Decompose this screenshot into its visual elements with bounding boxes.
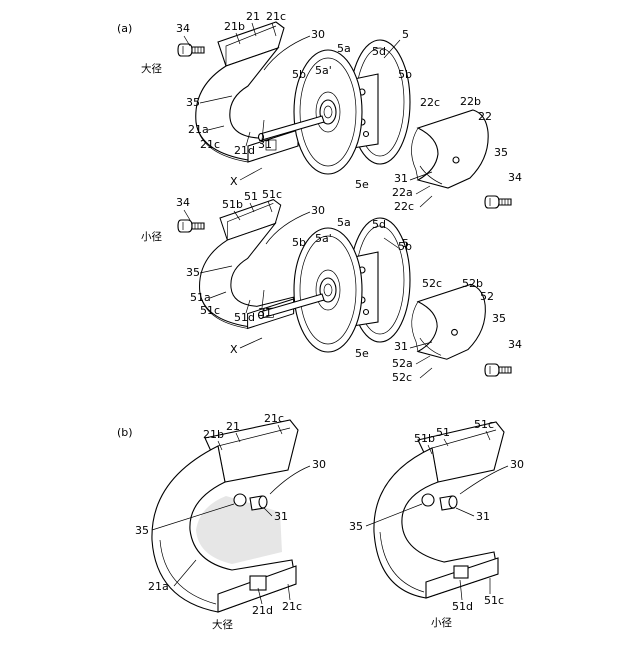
label-35-top-right: 35 [494, 146, 508, 159]
housing-22-half [411, 110, 488, 188]
label-51d: 51d [234, 311, 255, 324]
label-21b: 21b [224, 20, 245, 33]
label-35-bottom-right: 35 [492, 312, 506, 325]
label-34-top: 34 [176, 22, 190, 35]
label-21-detail: 21 [226, 420, 240, 433]
label-5d-bottom: 5d [372, 218, 386, 231]
wheel-5-bottom [259, 218, 411, 352]
wheel-5-top [259, 40, 411, 174]
label-5b-bottom-right: 5b [398, 240, 412, 253]
label-30-bottom: 30 [311, 204, 325, 217]
screw-34-bottom-left [178, 220, 204, 232]
label-30-top: 30 [311, 28, 325, 41]
label-5b-top-left: 5b [292, 68, 306, 81]
size-label-small-a: 小径 [141, 230, 162, 243]
size-label-small-b: 小径 [431, 616, 452, 629]
label-31-bottom-right: 31 [394, 340, 408, 353]
label-30-detail-left: 30 [312, 458, 326, 471]
label-21c-top: 21c [266, 10, 286, 23]
label-5e-bottom: 5e [355, 347, 369, 360]
label-31-top-right: 31 [394, 172, 408, 185]
label-21c-detail-bottom: 21c [282, 600, 302, 613]
label-22: 22 [478, 110, 492, 123]
label-5a-top: 5a [337, 42, 351, 55]
label-35-bottom-left: 35 [186, 266, 200, 279]
housing-52-half [412, 284, 486, 359]
panel-a-label: (a) [117, 22, 132, 35]
label-5a-prime-bottom: 5a' [315, 232, 332, 245]
label-21d: 21d [234, 144, 255, 157]
label-31-bottom: 31 [258, 306, 272, 319]
label-21a-detail: 21a [148, 580, 169, 593]
label-51b: 51b [222, 198, 243, 211]
label-35-detail-right: 35 [349, 520, 363, 533]
label-52c-top: 52c [422, 277, 442, 290]
label-5a-prime-top: 5a' [315, 64, 332, 77]
label-5d-top: 5d [372, 45, 386, 58]
label-5a-bottom: 5a [337, 216, 351, 229]
label-21c-detail-top: 21c [264, 412, 284, 425]
screw-34-top-left [178, 44, 204, 56]
label-5-top: 5 [402, 28, 409, 41]
label-31-top: 31 [258, 138, 272, 151]
label-51d-detail: 51d [452, 600, 473, 613]
label-22c-bottom: 22c [394, 200, 414, 213]
size-label-large-b: 大径 [212, 618, 233, 631]
label-31-detail-left: 31 [274, 510, 288, 523]
label-51: 51 [244, 190, 258, 203]
label-52a: 52a [392, 357, 413, 370]
label-22a: 22a [392, 186, 413, 199]
label-34-bottom-right: 34 [508, 338, 522, 351]
label-34-top-right: 34 [508, 171, 522, 184]
label-21: 21 [246, 10, 260, 23]
screw-34-bottom-right [485, 364, 511, 376]
label-51-detail: 51 [436, 426, 450, 439]
size-label-large-a: 大径 [141, 62, 162, 75]
label-52b: 52b [462, 277, 483, 290]
label-22b: 22b [460, 95, 481, 108]
label-35-detail-left: 35 [135, 524, 149, 537]
label-52: 52 [480, 290, 494, 303]
label-x-top: X [230, 175, 238, 188]
label-52c-bottom: 52c [392, 371, 412, 384]
label-51c-bottom: 51c [200, 304, 220, 317]
label-21b-detail: 21b [203, 428, 224, 441]
label-5b-top-right: 5b [398, 68, 412, 81]
label-35-top-left: 35 [186, 96, 200, 109]
label-51c-top: 51c [262, 188, 282, 201]
label-5e-top: 5e [355, 178, 369, 191]
label-22c-top: 22c [420, 96, 440, 109]
label-21d-detail: 21d [252, 604, 273, 617]
label-5b-bottom-left: 5b [292, 236, 306, 249]
label-34-bottom: 34 [176, 196, 190, 209]
panel-b-label: (b) [117, 426, 133, 439]
label-51c-detail-top: 51c [474, 418, 494, 431]
label-51b-detail: 51b [414, 432, 435, 445]
label-x-bottom: X [230, 343, 238, 356]
label-31-detail-right: 31 [476, 510, 490, 523]
label-51a: 51a [190, 291, 211, 304]
label-30-detail-right: 30 [510, 458, 524, 471]
label-21a: 21a [188, 123, 209, 136]
label-21c-bottom: 21c [200, 138, 220, 151]
label-51c-detail-bottom: 51c [484, 594, 504, 607]
screw-34-top-right [485, 196, 511, 208]
